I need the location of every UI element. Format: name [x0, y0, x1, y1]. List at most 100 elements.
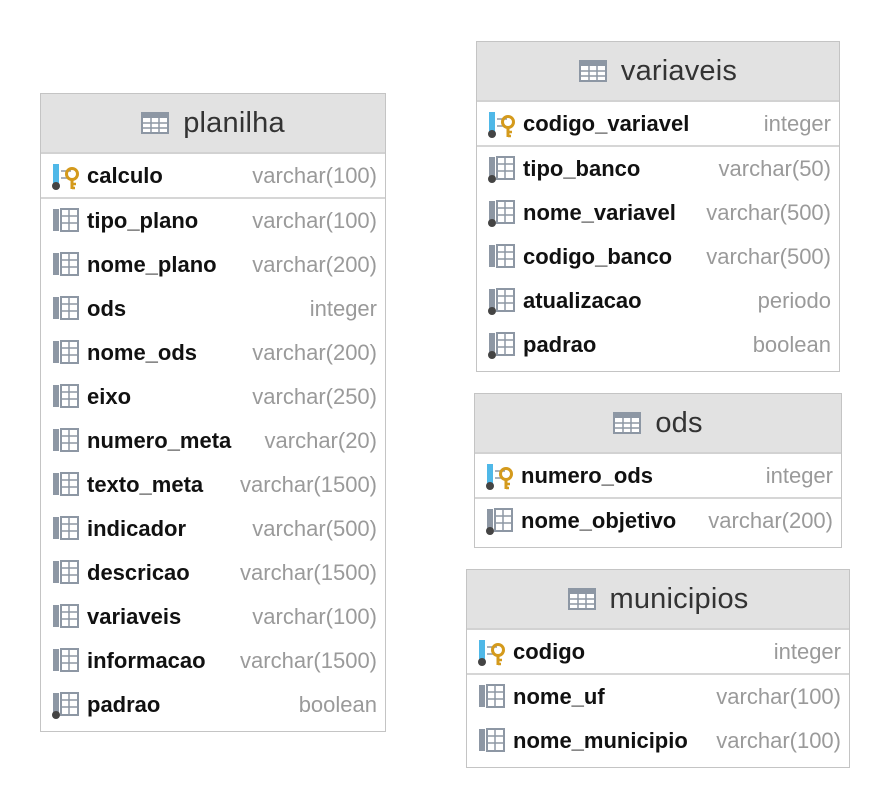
- column-row[interactable]: padrao boolean: [477, 323, 839, 367]
- column-type: boolean: [752, 332, 831, 357]
- column-icon: [487, 330, 517, 360]
- column-type: varchar(200): [252, 252, 377, 277]
- column-name: padrao: [87, 692, 161, 717]
- column-type: integer: [309, 296, 377, 321]
- table-planilha[interactable]: planilha calculo varchar(100) tipo_plano…: [40, 93, 386, 732]
- column-name: indicador: [87, 516, 187, 541]
- column-name: padrao: [523, 332, 597, 357]
- column-row[interactable]: ods integer: [41, 287, 385, 331]
- column-row[interactable]: tipo_banco varchar(50): [477, 147, 839, 191]
- column-type: integer: [763, 110, 831, 136]
- table-variaveis[interactable]: variaveis codigo_variavel integer tipo_b…: [476, 41, 840, 372]
- column-row[interactable]: nome_municipio varchar(100): [467, 719, 849, 763]
- table-name: variaveis: [620, 54, 738, 87]
- column-name: numero_meta: [87, 428, 232, 453]
- column-type: varchar(50): [718, 156, 831, 181]
- column-row[interactable]: texto_meta varchar(1500): [41, 463, 385, 507]
- column-row[interactable]: numero_meta varchar(20): [41, 419, 385, 463]
- table-icon: [578, 60, 607, 82]
- column-name: descricao: [87, 560, 190, 585]
- column-name: nome_municipio: [513, 728, 688, 753]
- column-row[interactable]: nome_variavel varchar(500): [477, 191, 839, 235]
- column-icon: [51, 690, 81, 720]
- column-type: varchar(1500): [240, 472, 377, 497]
- column-name: texto_meta: [87, 472, 204, 497]
- column-icon: [51, 646, 81, 676]
- column-row[interactable]: codigo_banco varchar(500): [477, 235, 839, 279]
- column-icon: [51, 558, 81, 588]
- column-icon: [51, 250, 81, 280]
- table-name: planilha: [183, 106, 285, 139]
- table-header[interactable]: municipios: [467, 570, 849, 630]
- column-icon: [51, 382, 81, 412]
- column-name: informacao: [87, 648, 206, 673]
- table-header[interactable]: variaveis: [477, 42, 839, 102]
- pk-row[interactable]: codigo integer: [467, 630, 849, 675]
- column-icon: [477, 726, 507, 756]
- column-type: varchar(500): [706, 200, 831, 225]
- column-type: varchar(100): [252, 604, 377, 629]
- table-header[interactable]: ods: [475, 394, 841, 454]
- primary-key-icon: [485, 461, 515, 491]
- column-icon: [487, 198, 517, 228]
- column-name: calculo: [87, 162, 163, 188]
- column-icon: [487, 286, 517, 316]
- pk-row[interactable]: numero_ods integer: [475, 454, 841, 499]
- column-row[interactable]: tipo_plano varchar(100): [41, 199, 385, 243]
- column-name: atualizacao: [523, 288, 642, 313]
- column-name: nome_objetivo: [521, 508, 677, 533]
- column-name: tipo_plano: [87, 208, 199, 233]
- column-icon: [51, 470, 81, 500]
- column-name: nome_ods: [87, 340, 198, 365]
- table-icon: [141, 112, 170, 134]
- table-name: municipios: [609, 582, 749, 615]
- table-icon: [567, 588, 596, 610]
- column-name: codigo_banco: [523, 244, 673, 269]
- column-type: varchar(100): [716, 728, 841, 753]
- column-name: tipo_banco: [523, 156, 641, 181]
- column-list: tipo_plano varchar(100) nome_plano varchar(…: [41, 199, 385, 727]
- column-icon: [487, 154, 517, 184]
- column-icon: [51, 426, 81, 456]
- pk-row[interactable]: codigo_variavel integer: [477, 102, 839, 147]
- column-type: varchar(200): [252, 340, 377, 365]
- column-name: numero_ods: [521, 462, 654, 488]
- column-type: integer: [765, 462, 833, 488]
- table-name: ods: [655, 406, 703, 439]
- column-name: ods: [87, 296, 127, 321]
- column-icon: [51, 602, 81, 632]
- column-icon: [485, 506, 515, 536]
- column-row[interactable]: variaveis varchar(100): [41, 595, 385, 639]
- pk-row[interactable]: calculo varchar(100): [41, 154, 385, 199]
- column-row[interactable]: nome_ods varchar(200): [41, 331, 385, 375]
- column-type: integer: [773, 638, 841, 664]
- column-type: varchar(500): [252, 516, 377, 541]
- column-type: varchar(20): [264, 428, 377, 453]
- column-icon: [477, 682, 507, 712]
- column-type: varchar(100): [252, 208, 377, 233]
- column-type: varchar(250): [252, 384, 377, 409]
- column-name: codigo: [513, 638, 586, 664]
- column-name: variaveis: [87, 604, 182, 629]
- column-row[interactable]: indicador varchar(500): [41, 507, 385, 551]
- column-icon: [487, 242, 517, 272]
- table-header[interactable]: planilha: [41, 94, 385, 154]
- column-type: varchar(500): [706, 244, 831, 269]
- primary-key-icon: [487, 109, 517, 139]
- column-type: varchar(100): [716, 684, 841, 709]
- column-name: nome_variavel: [523, 200, 676, 225]
- column-row[interactable]: nome_plano varchar(200): [41, 243, 385, 287]
- column-name: nome_plano: [87, 252, 217, 277]
